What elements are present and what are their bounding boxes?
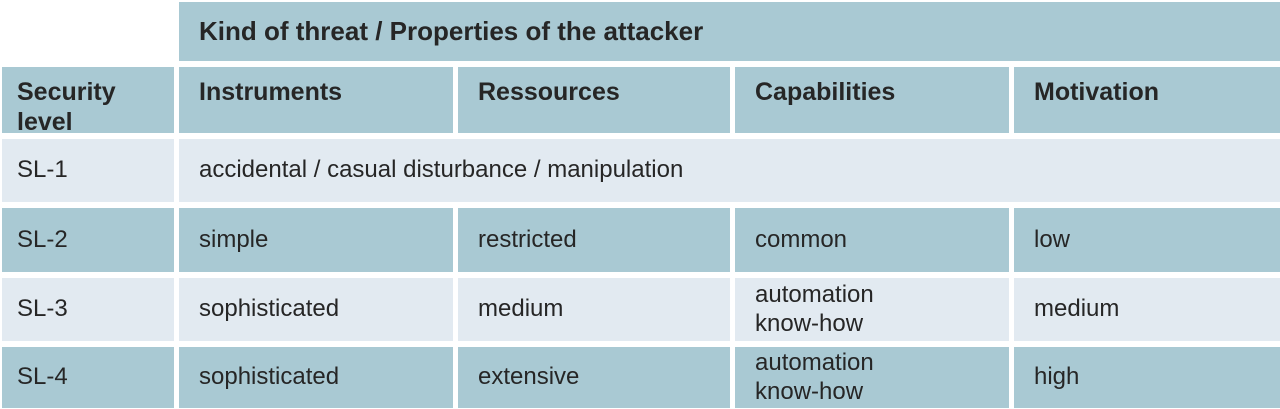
row-sl4-level: SL-4 [2, 347, 174, 408]
row-sl3-instruments: sophisticated [179, 278, 453, 341]
row-sl1-merged-value: accidental / casual disturbance / manipu… [179, 139, 1280, 202]
row-sl4-ressources: extensive [458, 347, 730, 408]
row-sl3-motivation: medium [1014, 278, 1280, 341]
row-sl2-motivation: low [1014, 208, 1280, 272]
table-corner-spacer [2, 2, 174, 61]
row-sl3-level: SL-3 [2, 278, 174, 341]
column-header-ressources: Ressources [458, 67, 730, 133]
row-sl1-level: SL-1 [2, 139, 174, 202]
row-sl4-capabilities: automation know-how [735, 347, 1009, 408]
table-title: Kind of threat / Properties of the attac… [179, 2, 1280, 61]
column-header-security-level: Security level [2, 67, 174, 133]
row-sl3-capabilities: automation know-how [735, 278, 1009, 341]
column-header-capabilities: Capabilities [735, 67, 1009, 133]
row-sl3-ressources: medium [458, 278, 730, 341]
row-sl2-level: SL-2 [2, 208, 174, 272]
row-sl4-motivation: high [1014, 347, 1280, 408]
column-header-motivation: Motivation [1014, 67, 1280, 133]
column-header-instruments: Instruments [179, 67, 453, 133]
row-sl2-ressources: restricted [458, 208, 730, 272]
row-sl2-capabilities: common [735, 208, 1009, 272]
row-sl2-instruments: simple [179, 208, 453, 272]
row-sl4-instruments: sophisticated [179, 347, 453, 408]
